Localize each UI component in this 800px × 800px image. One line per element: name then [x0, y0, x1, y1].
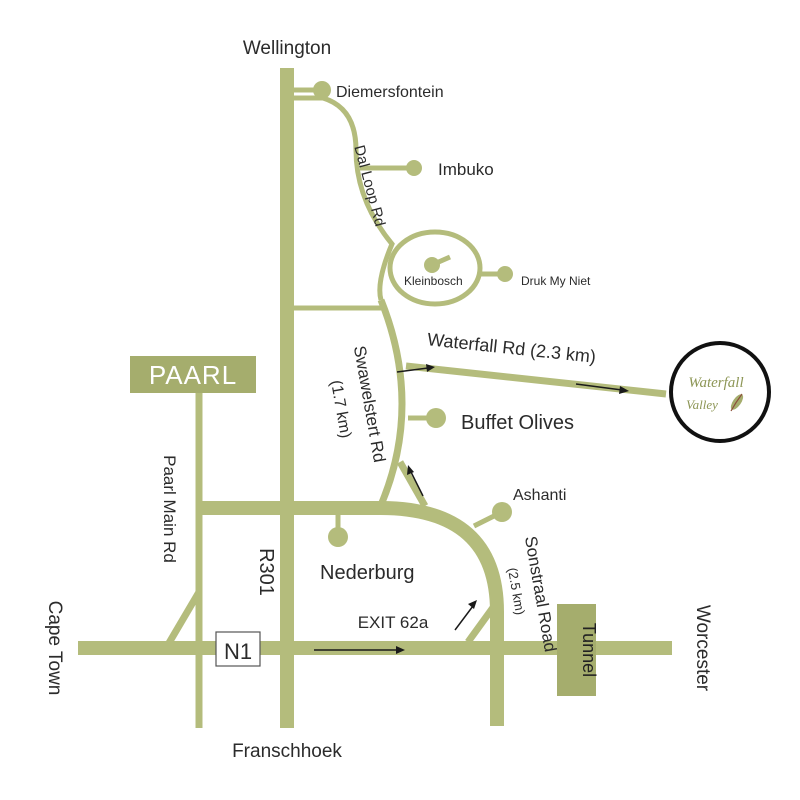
leaf-icon — [730, 393, 744, 412]
ashanti-marker — [492, 502, 512, 522]
imbuko-marker — [406, 160, 422, 176]
logo-line1: Waterfall — [688, 375, 743, 391]
kleinbosch-loop — [387, 229, 483, 307]
kleinbosch-label: Kleinbosch — [404, 274, 463, 288]
buffet-olives-label: Buffet Olives — [461, 412, 574, 434]
dal-loop-road — [287, 95, 395, 301]
arrow-waterfall-start — [396, 364, 435, 373]
druk-my-niet-marker — [497, 266, 513, 282]
n1-shield: N1 — [215, 631, 261, 667]
exit-62a-ramp — [465, 599, 500, 645]
nederburg-label: Nederburg — [320, 562, 415, 584]
kleinbosch-marker — [424, 257, 440, 273]
logo-line2: Valley — [686, 397, 718, 412]
waterfall-valley-logo: Waterfall Valley — [669, 341, 771, 443]
worcester-label: Worcester — [692, 605, 713, 692]
nederburg-marker — [328, 527, 348, 547]
tunnel-label: Tunnel — [579, 623, 599, 677]
arrow-n1-east — [314, 646, 405, 654]
waterfall-road-label: Waterfall Rd (2.3 km) — [426, 329, 597, 367]
paarl-main-road-label: Paarl Main Rd — [160, 455, 179, 563]
dal-loop-road-label: Dal Loop Rd — [350, 143, 388, 228]
swawelstert-fork — [396, 460, 429, 508]
druk-my-niet-label: Druk My Niet — [521, 274, 591, 288]
sonstraal-distance-label: (2.5 km) — [505, 566, 528, 616]
exit-62a-label: EXIT 62a — [358, 613, 429, 632]
cape-town-label: Cape Town — [44, 601, 65, 696]
diemersfontein-label: Diemersfontein — [336, 84, 444, 101]
direction-arrows — [314, 364, 629, 654]
sonstraal-road-label: Sonstraal Road — [521, 535, 560, 654]
buffet-olives-marker — [426, 408, 446, 428]
n1-label: N1 — [224, 639, 252, 664]
winery-markers — [287, 81, 513, 547]
swawelstert-road-label: Swawelstert Rd — [350, 344, 389, 464]
wellington-label: Wellington — [243, 38, 331, 59]
tunnel-sign: Tunnel — [557, 604, 599, 696]
sonstraal-road — [199, 501, 504, 726]
franschhoek-label: Franschhoek — [232, 741, 342, 762]
diemersfontein-marker — [313, 81, 331, 99]
waterfall-road — [405, 362, 667, 398]
swawelstert-road — [377, 298, 406, 507]
r301-label: R301 — [255, 548, 277, 596]
paarl-label: PAARL — [149, 360, 237, 390]
swawelstert-distance-label: (1.7 km) — [327, 379, 354, 440]
paarl-sign: PAARL — [130, 356, 256, 393]
imbuko-label: Imbuko — [438, 160, 494, 179]
arrow-exit-ramp — [454, 600, 477, 631]
arrow-swawelstert-north — [407, 465, 424, 497]
ashanti-label: Ashanti — [513, 487, 566, 504]
paarl-n1-ramp — [162, 590, 203, 650]
arrow-waterfall-end — [575, 383, 629, 394]
